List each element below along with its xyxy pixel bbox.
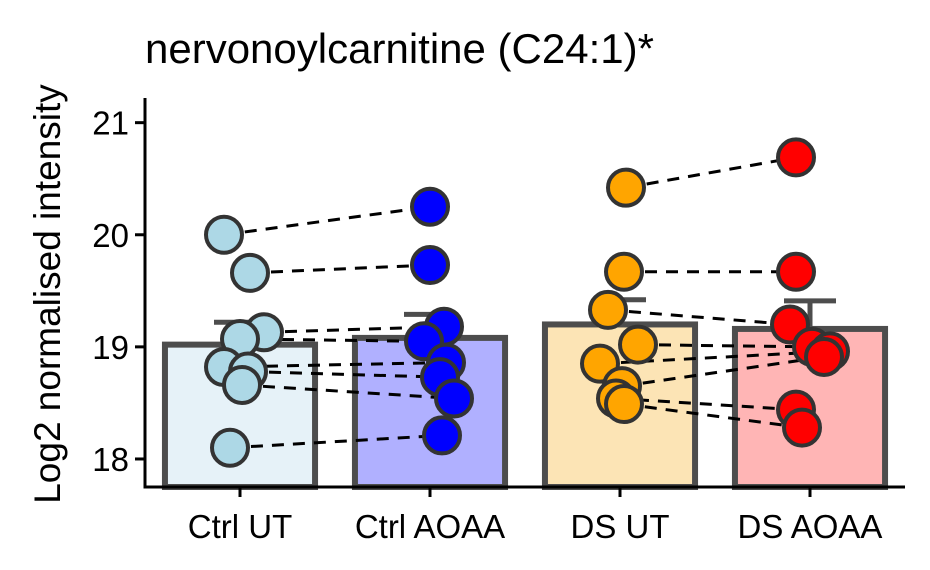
point-1-6: [434, 378, 474, 419]
pair-line-7: [229, 433, 443, 450]
pair-line-14: [615, 396, 797, 412]
points-layer: [204, 137, 850, 468]
pair-lines-layer: [223, 155, 831, 450]
point-2-3: [618, 324, 658, 365]
x-tick-label-0: Ctrl UT: [188, 508, 292, 545]
y-tick-label-0: 18: [92, 441, 129, 478]
x-tick-label-2: DS UT: [571, 508, 670, 545]
point-3-7: [782, 407, 822, 448]
x-tick-label-1: Ctrl AOAA: [355, 508, 505, 545]
pair-line-15: [623, 402, 803, 430]
point-1-0: [410, 186, 450, 227]
pair-line-4: [223, 361, 447, 369]
chart-title: nervonoylcarnitine (C24:1)*: [145, 25, 654, 72]
point-0-7: [210, 427, 250, 468]
point-3-5: [804, 336, 844, 377]
point-3-0: [776, 137, 816, 178]
y-tick-label-2: 20: [92, 217, 129, 254]
point-2-0: [606, 167, 646, 208]
pair-line-10: [607, 308, 791, 326]
pair-line-12: [599, 349, 831, 366]
point-0-6: [222, 364, 262, 405]
y-axis-label: Log2 normalised intensity: [27, 84, 68, 504]
pair-line-1: [249, 263, 431, 275]
point-1-1: [410, 245, 450, 286]
x-tick-label-3: DS AOAA: [738, 508, 883, 545]
point-2-1: [604, 251, 644, 292]
y-tick-label-3: 21: [92, 105, 129, 142]
point-0-0: [204, 214, 244, 255]
pair-line-0: [223, 205, 431, 237]
y-tick-label-1: 19: [92, 329, 129, 366]
point-0-1: [230, 252, 270, 293]
point-3-1: [776, 251, 816, 292]
point-1-7: [422, 415, 462, 456]
point-2-2: [588, 289, 628, 330]
pair-line-6: [241, 383, 455, 400]
pair-line-13: [621, 355, 825, 388]
pair-line-5: [247, 370, 441, 379]
point-2-7: [604, 384, 644, 425]
pair-line-11: [637, 343, 813, 349]
pair-line-8: [625, 155, 797, 190]
